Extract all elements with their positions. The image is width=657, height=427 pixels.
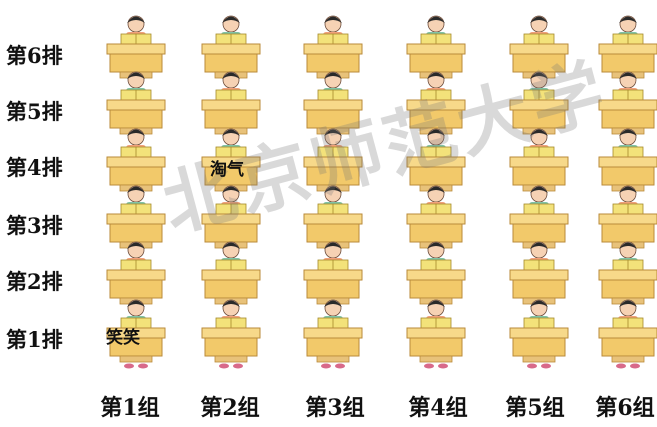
- desk-seat: [106, 299, 166, 363]
- desk-seat: [303, 185, 363, 249]
- desk-seat: [106, 185, 166, 249]
- row-label-4: 第4排: [6, 155, 63, 180]
- shoe: [541, 363, 551, 369]
- desk-seat: [406, 71, 466, 135]
- row-label-3: 第3排: [6, 213, 63, 238]
- shoe: [424, 363, 434, 369]
- name-tag-taoqi: 淘气: [210, 160, 244, 180]
- row-label-6: 第6排: [6, 43, 63, 68]
- group-label-1: 第1组: [100, 395, 160, 421]
- desk-seat: [106, 128, 166, 192]
- desk-seat: [598, 71, 657, 135]
- desk-seat: [106, 241, 166, 305]
- desk-seat: [598, 299, 657, 363]
- desk-seat: [509, 185, 569, 249]
- desk-seat: [598, 185, 657, 249]
- desk-seat: [509, 15, 569, 79]
- group-label-5: 第5组: [505, 395, 565, 421]
- desk-seat: [106, 15, 166, 79]
- desk-seat: [509, 128, 569, 192]
- shoe: [616, 363, 626, 369]
- shoe: [335, 363, 345, 369]
- row-label-2: 第2排: [6, 269, 63, 294]
- group-label-6: 第6组: [595, 395, 655, 421]
- shoe: [219, 363, 229, 369]
- group-label-2: 第2组: [200, 395, 260, 421]
- shoe: [321, 363, 331, 369]
- desk-seat: [201, 299, 261, 363]
- group-label-4: 第4组: [408, 395, 468, 421]
- desk-seat: [201, 71, 261, 135]
- name-tag-xiaoxiao: 笑笑: [106, 328, 140, 348]
- desk-seat: [201, 15, 261, 79]
- desk-seat: [201, 185, 261, 249]
- desk-seat: [406, 185, 466, 249]
- desk-seat: [303, 241, 363, 305]
- shoe: [233, 363, 243, 369]
- desk-seat: [106, 71, 166, 135]
- shoe: [527, 363, 537, 369]
- desk-seat: [509, 71, 569, 135]
- desk-seat: [406, 128, 466, 192]
- group-label-3: 第3组: [305, 395, 365, 421]
- desk-seat: [509, 241, 569, 305]
- desk-seat: [406, 241, 466, 305]
- row-label-5: 第5排: [6, 99, 63, 124]
- desk-seat: [598, 128, 657, 192]
- shoe: [124, 363, 134, 369]
- shoe: [138, 363, 148, 369]
- desk-seat: [303, 128, 363, 192]
- desk-seat: [509, 299, 569, 363]
- desk-seat: [201, 241, 261, 305]
- desk-seat: [406, 299, 466, 363]
- desk-seat: [598, 241, 657, 305]
- desk-seat: [303, 299, 363, 363]
- desk-seat: [406, 15, 466, 79]
- row-label-1: 第1排: [6, 327, 63, 352]
- desk-seat: [598, 15, 657, 79]
- shoe: [438, 363, 448, 369]
- desk-seat: [303, 15, 363, 79]
- shoe: [630, 363, 640, 369]
- desk-seat: [303, 71, 363, 135]
